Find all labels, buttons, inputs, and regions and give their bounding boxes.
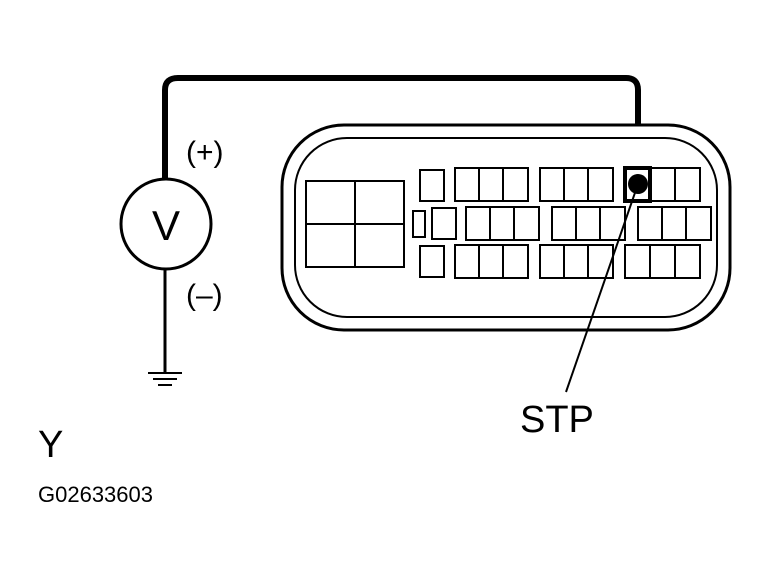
terminal-row-bottom — [419, 244, 701, 279]
stp-terminal-label: STP — [520, 399, 594, 441]
connector-inner-shell — [294, 137, 718, 318]
stp-leader-line — [565, 183, 639, 393]
stp-terminal — [623, 166, 652, 203]
positive-polarity-label: (+) — [186, 136, 224, 169]
diagnostic-connector — [280, 123, 732, 332]
connector-outer-shell — [280, 123, 732, 332]
ground-symbol — [148, 372, 182, 386]
voltmeter: V — [119, 177, 213, 271]
connector-key-block — [305, 180, 405, 268]
terminal-row-top — [419, 167, 701, 202]
voltmeter-symbol: V — [152, 202, 180, 249]
voltmeter-circle — [119, 177, 213, 271]
positive-probe-wire — [162, 75, 641, 182]
view-label: Y — [38, 424, 63, 466]
negative-polarity-label: (–) — [186, 279, 223, 312]
figure-code: G02633603 — [38, 482, 153, 507]
